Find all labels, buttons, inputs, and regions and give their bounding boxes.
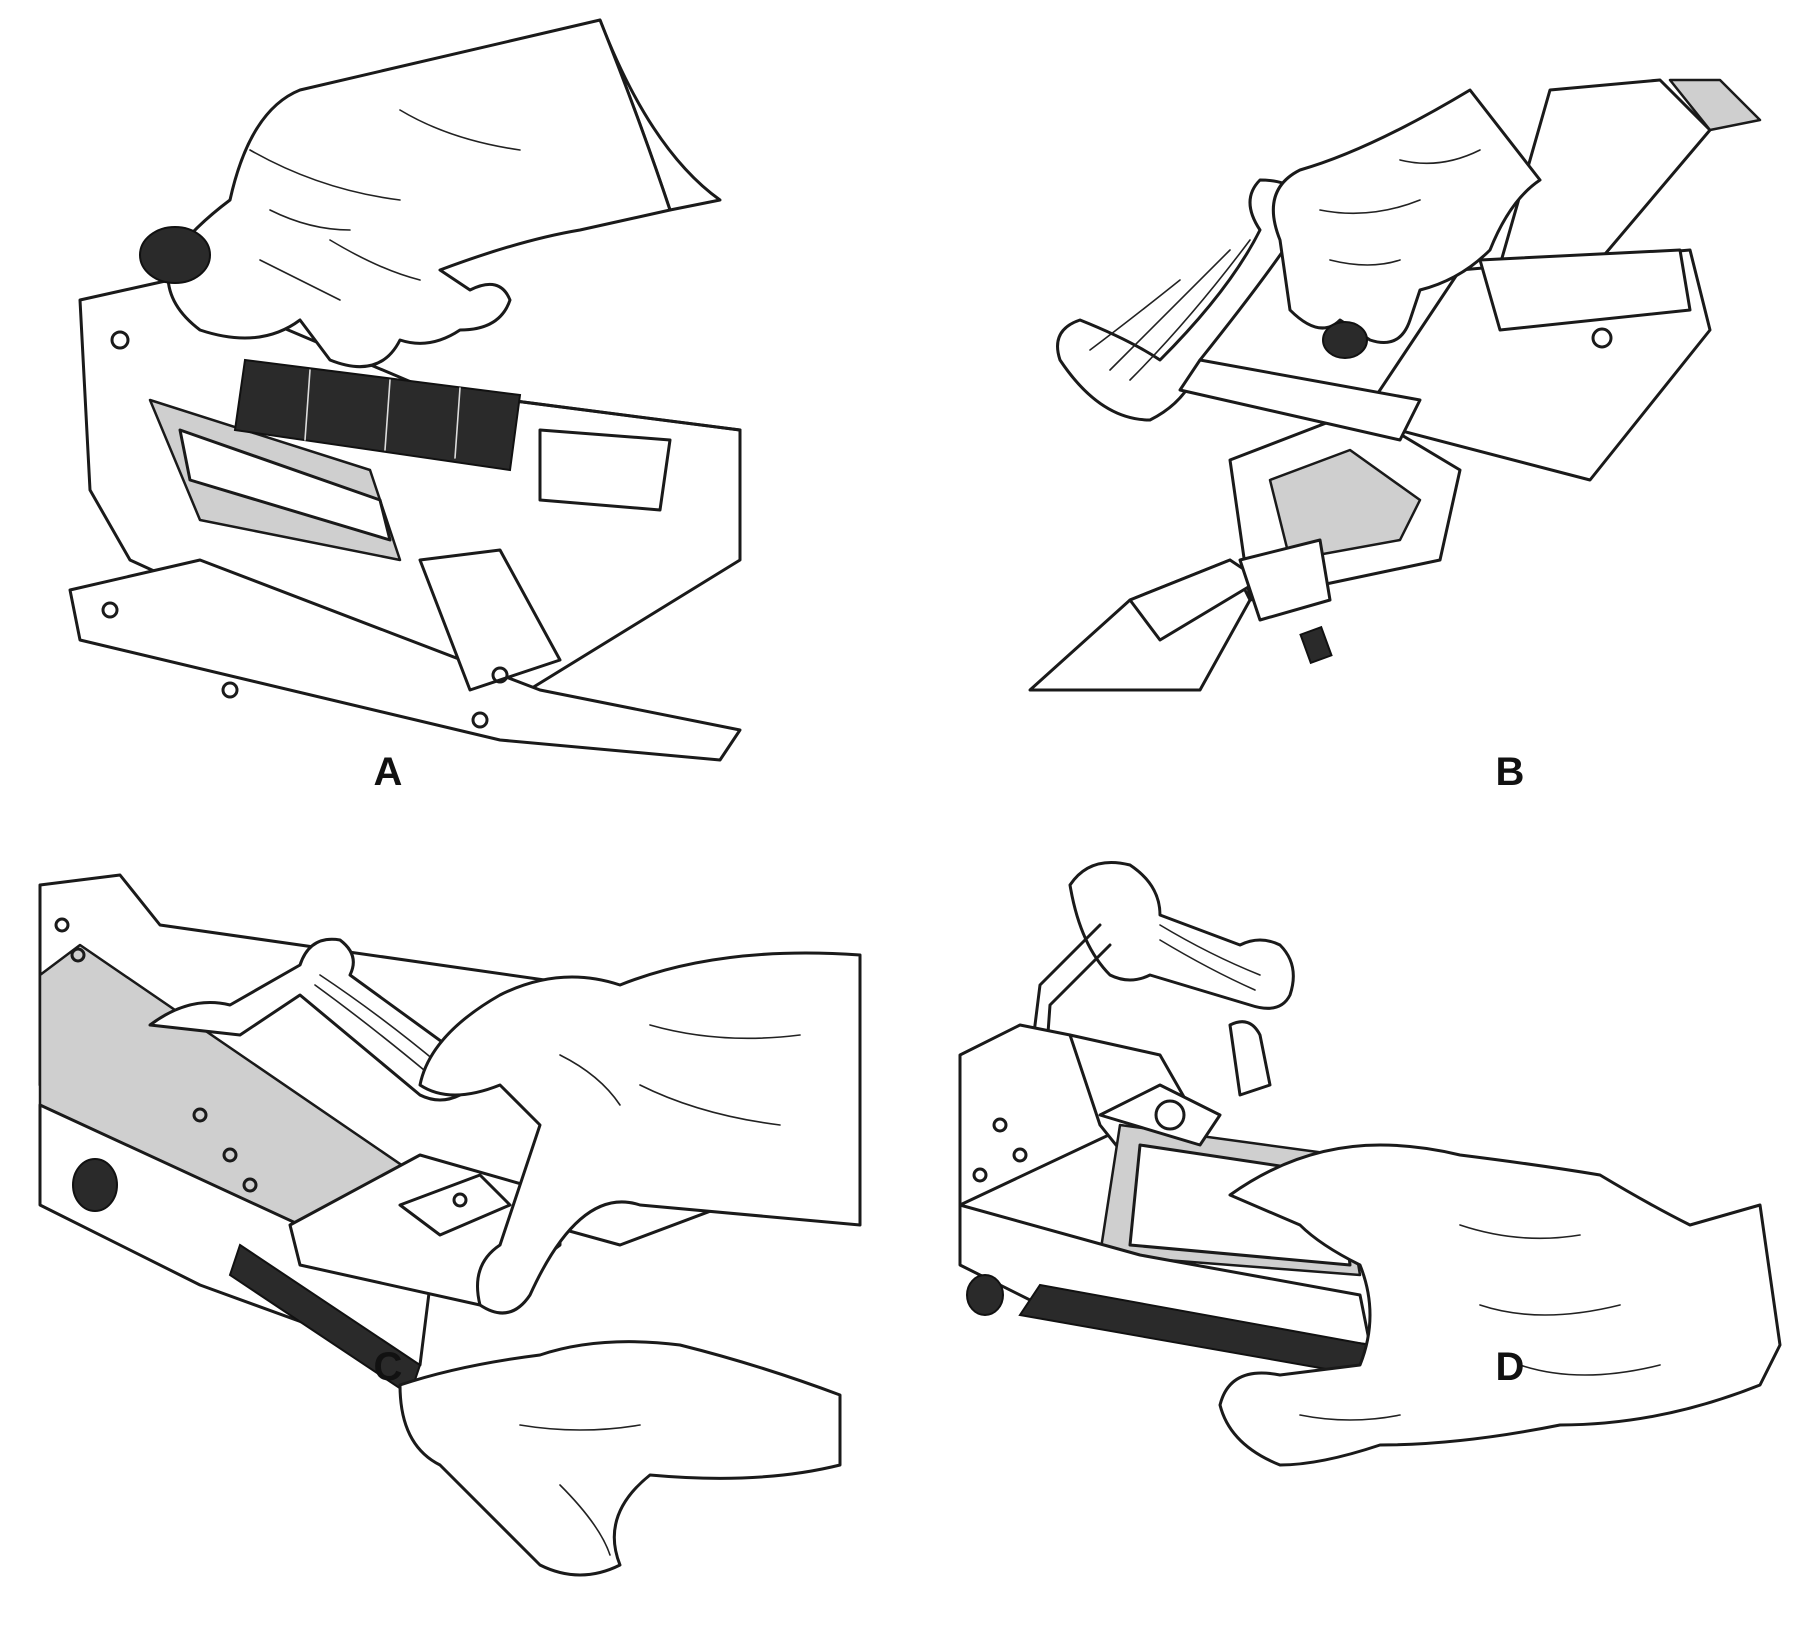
panel-label-c: C (373, 1345, 403, 1389)
panel-c: C (0, 825, 900, 1650)
hand-gripping-charging-handle-icon (1028, 78, 1762, 692)
panel-label-b: B (1495, 750, 1525, 794)
hand-closing-feed-cover-icon (38, 873, 862, 1577)
panel-d: D (900, 825, 1800, 1650)
hand-inserting-cartridge-icon (68, 18, 742, 762)
panel-b: B (900, 0, 1800, 825)
panel-label-d: D (1495, 1345, 1525, 1389)
panel-a: A (0, 0, 900, 825)
hand-holding-open-receiver-icon (958, 861, 1782, 1467)
panel-label-a: A (373, 750, 403, 794)
